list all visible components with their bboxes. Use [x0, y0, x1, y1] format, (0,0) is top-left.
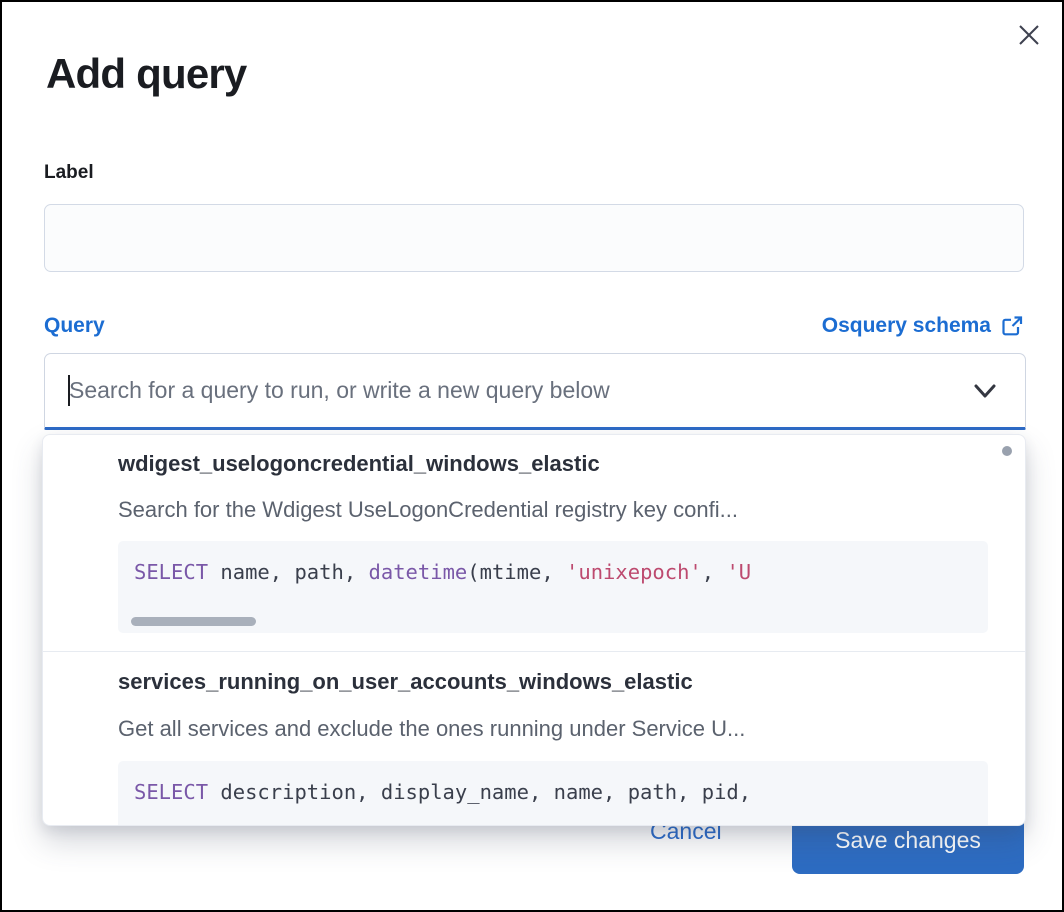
sql-token: 'U: [726, 560, 752, 584]
close-icon: [1016, 22, 1042, 48]
close-button[interactable]: [1012, 18, 1046, 52]
label-input[interactable]: [44, 204, 1024, 272]
dropdown-option-title[interactable]: wdigest_uselogoncredential_windows_elast…: [118, 451, 600, 476]
query-combobox: [44, 353, 1026, 430]
dropdown-option-sql-preview[interactable]: SELECT name, path, datetime(mtime, 'unix…: [118, 541, 988, 633]
sql-token: ,: [701, 560, 727, 584]
sql-token: (mtime,: [467, 560, 567, 584]
external-link-icon: [1000, 314, 1024, 338]
osquery-schema-link-label: Osquery schema: [821, 314, 991, 337]
option-divider: [43, 651, 1025, 652]
sql-token: description, display_name, name, path, p…: [208, 780, 752, 804]
dropdown-option-title[interactable]: services_running_on_user_accounts_window…: [118, 669, 693, 694]
sql-token: SELECT: [134, 780, 209, 804]
chevron-down-icon[interactable]: [969, 378, 1001, 404]
label-field-label: Label: [44, 162, 94, 183]
sql-token: name, path,: [208, 560, 369, 584]
dropdown-option-description[interactable]: Search for the Wdigest UseLogonCredentia…: [118, 497, 738, 522]
modal-title: Add query: [46, 50, 247, 97]
sql-token: datetime: [368, 560, 468, 584]
query-suggestions-dropdown: wdigest_uselogoncredential_windows_elast…: [42, 434, 1026, 826]
horizontal-scrollbar-thumb[interactable]: [131, 617, 256, 626]
sql-token: SELECT: [134, 560, 209, 584]
dropdown-option-description[interactable]: Get all services and exclude the ones ru…: [118, 716, 746, 741]
vertical-scrollbar-thumb[interactable]: [1002, 446, 1012, 456]
dropdown-option-sql-preview[interactable]: SELECT description, display_name, name, …: [118, 761, 988, 825]
query-search-input[interactable]: [69, 354, 955, 426]
query-field-label: Query: [44, 314, 105, 337]
osquery-schema-link[interactable]: Osquery schema: [822, 314, 1024, 338]
sql-token: 'unixepoch': [566, 560, 702, 584]
